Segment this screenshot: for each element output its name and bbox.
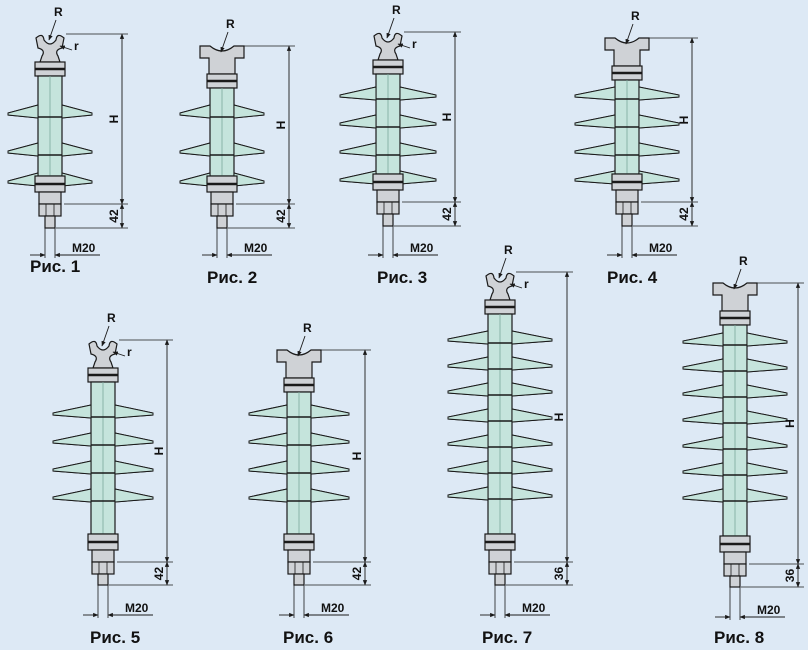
base-dimension-label: 42: [350, 567, 364, 581]
lower-end-fitting: [38, 191, 62, 205]
height-dimension-label: H: [152, 447, 166, 456]
height-dimension-label: H: [107, 115, 121, 124]
thread-size-label: M20: [72, 241, 96, 255]
inner-radius-label: r: [412, 37, 417, 51]
height-dimension-label: H: [350, 452, 364, 461]
figure-caption: Рис. 7: [482, 628, 532, 647]
hex-nut: [38, 203, 62, 217]
radius-label: R: [631, 9, 640, 23]
thread-size-label: M20: [649, 241, 673, 255]
base-dimension-label: 36: [552, 567, 566, 581]
height-dimension-label: H: [677, 116, 691, 125]
lower-end-fitting: [210, 191, 234, 205]
radius-label: R: [107, 311, 116, 325]
hex-nut: [615, 201, 639, 215]
inner-radius-label: r: [127, 345, 132, 359]
figure-caption: Рис. 6: [283, 628, 333, 647]
base-dimension-label: 42: [107, 209, 121, 223]
thread-size-label: M20: [410, 241, 434, 255]
thread-size-label: M20: [757, 603, 781, 617]
height-dimension-label: H: [274, 121, 288, 130]
lower-end-fitting: [287, 549, 311, 563]
figure-caption: Рис. 1: [30, 257, 80, 276]
radius-label: R: [303, 321, 312, 335]
threaded-stud: [44, 215, 56, 229]
radius-label: R: [54, 5, 63, 19]
radius-label: R: [392, 3, 401, 17]
threaded-stud: [729, 575, 741, 588]
inner-radius-label: r: [524, 277, 529, 291]
hex-nut: [287, 561, 311, 575]
clevis-fitting: [88, 340, 118, 369]
radius-label: R: [504, 243, 513, 257]
hex-nut: [488, 561, 512, 575]
figure-caption: Рис. 5: [90, 628, 140, 647]
base-dimension-label: 42: [440, 207, 454, 221]
threaded-stud: [97, 573, 109, 586]
thread-size-label: M20: [244, 241, 268, 255]
figure-caption: Рис. 8: [714, 628, 764, 647]
threaded-stud: [382, 213, 394, 227]
lower-end-fitting: [376, 189, 400, 203]
lower-end-fitting: [91, 549, 115, 563]
clevis-fitting: [373, 32, 403, 61]
figure-caption: Рис. 3: [377, 268, 427, 287]
hex-nut: [210, 203, 234, 217]
height-dimension-label: H: [783, 419, 797, 428]
threaded-stud: [293, 573, 305, 586]
clevis-fitting: [485, 272, 515, 301]
radius-label: R: [226, 17, 235, 31]
inner-radius-label: r: [74, 39, 79, 53]
base-dimension-label: 36: [783, 569, 797, 583]
lower-end-fitting: [615, 189, 639, 203]
lower-end-fitting: [488, 549, 512, 563]
base-dimension-label: 42: [274, 209, 288, 223]
hex-nut: [723, 563, 747, 577]
hex-nut: [376, 201, 400, 215]
thread-size-label: M20: [321, 601, 345, 615]
figure-caption: Рис. 4: [607, 268, 658, 287]
base-dimension-label: 42: [152, 567, 166, 581]
figure-caption: Рис. 2: [207, 268, 257, 287]
radius-label: R: [739, 254, 748, 268]
clevis-fitting: [35, 34, 65, 63]
thread-size-label: M20: [522, 601, 546, 615]
base-dimension-label: 42: [677, 207, 691, 221]
height-dimension-label: H: [440, 113, 454, 122]
lower-end-fitting: [723, 551, 747, 565]
hex-nut: [91, 561, 115, 575]
threaded-stud: [494, 573, 506, 586]
thread-size-label: M20: [125, 601, 149, 615]
threaded-stud: [216, 215, 228, 229]
threaded-stud: [621, 213, 633, 227]
height-dimension-label: H: [552, 413, 566, 422]
